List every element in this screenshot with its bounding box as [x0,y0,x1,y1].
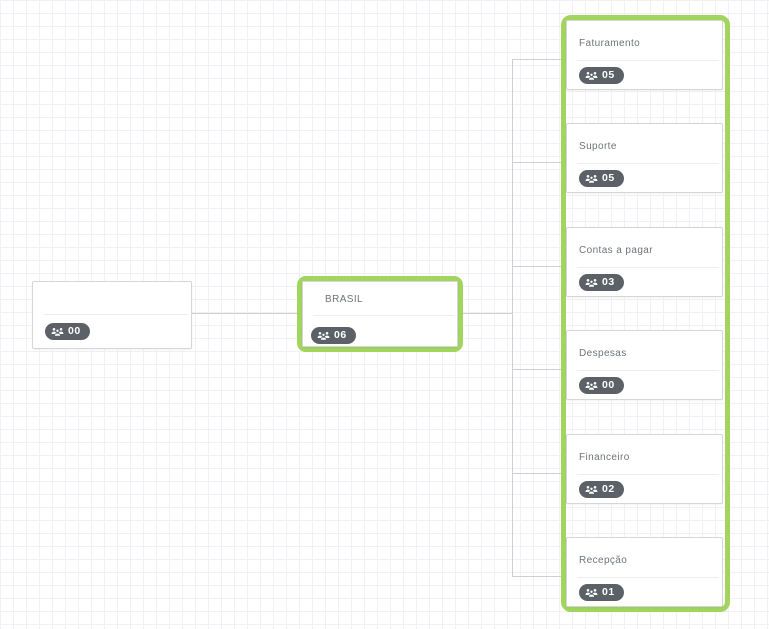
member-count: 05 [602,172,615,184]
member-count-badge[interactable]: 00 [579,377,624,394]
node-title: BRASIL [325,294,363,305]
node-root[interactable]: 00 [32,281,192,349]
node-brasil[interactable]: BRASIL 06 [302,281,458,347]
node-divider [577,577,719,578]
node-faturamento[interactable]: Faturamento 05 [566,20,723,90]
users-group-icon [585,485,598,495]
node-title: Suporte [579,141,617,152]
connector-root-to-parent [192,313,297,314]
node-divider [577,370,719,371]
node-divider [577,60,719,61]
connector-branch-1 [512,59,561,60]
connector-branch-5 [512,473,561,474]
node-title: Recepção [579,555,628,566]
node-divider [577,474,719,475]
node-financeiro[interactable]: Financeiro 02 [566,434,723,504]
users-group-icon [51,327,64,337]
node-title: Despesas [579,348,627,359]
users-group-icon [585,278,598,288]
node-suporte[interactable]: Suporte 05 [566,123,723,193]
users-group-icon [585,71,598,81]
member-count-badge[interactable]: 06 [311,327,356,344]
connector-branch-6 [512,576,561,577]
users-group-icon [585,588,598,598]
node-despesas[interactable]: Despesas 00 [566,330,723,400]
users-group-icon [317,331,330,341]
connector-branch-2 [512,162,561,163]
node-divider [313,315,454,316]
connector-branch-4 [512,369,561,370]
node-title: Contas a pagar [579,245,653,256]
member-count: 00 [602,379,615,391]
member-count: 06 [334,329,347,341]
selection-highlight-parent: BRASIL 06 [297,276,463,352]
member-count: 03 [602,276,615,288]
node-title: Financeiro [579,452,630,463]
node-title: Faturamento [579,38,641,49]
connector-branch-3 [512,266,561,267]
member-count: 05 [602,69,615,81]
connector-parent-to-trunk [463,313,512,314]
member-count: 02 [602,483,615,495]
member-count-badge[interactable]: 05 [579,170,624,187]
selection-highlight-departments: Faturamento 05 Suporte 05 Contas a pagar… [561,15,730,612]
member-count-badge[interactable]: 05 [579,67,624,84]
member-count-badge[interactable]: 03 [579,274,624,291]
connector-trunk [512,59,513,577]
member-count-badge[interactable]: 00 [45,323,90,340]
member-count: 00 [68,325,81,337]
node-recepcao[interactable]: Recepção 01 [566,537,723,607]
users-group-icon [585,381,598,391]
users-group-icon [585,174,598,184]
node-divider [43,314,188,315]
node-contas-a-pagar[interactable]: Contas a pagar 03 [566,227,723,297]
member-count: 01 [602,586,615,598]
node-divider [577,267,719,268]
member-count-badge[interactable]: 02 [579,481,624,498]
member-count-badge[interactable]: 01 [579,584,624,601]
node-divider [577,163,719,164]
